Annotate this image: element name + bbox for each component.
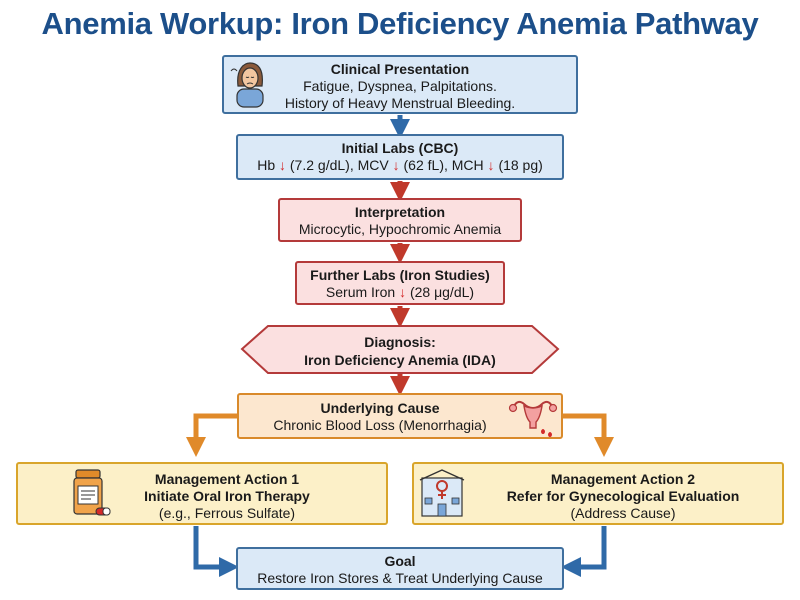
- clinical-presentation-heading: Clinical Presentation: [330, 61, 470, 77]
- uterus-icon: [508, 400, 558, 437]
- underlying-cause-text: Chronic Blood Loss (Menorrhagia): [273, 417, 487, 433]
- page-title: Anemia Workup: Iron Deficiency Anemia Pa…: [41, 6, 759, 41]
- serum-iron-down-arrow-icon: ↓: [399, 284, 407, 300]
- arrow-action2-goal: [561, 526, 607, 577]
- clinical-presentation-symptoms: Fatigue, Dyspnea, Palpitations.: [303, 78, 497, 94]
- goal-heading: Goal: [384, 553, 416, 569]
- interpretation-heading: Interpretation: [354, 204, 446, 220]
- diagnosis-value: Iron Deficiency Anemia (IDA): [304, 352, 496, 368]
- initial-labs-box: Initial Labs (CBC) Hb ↓ (7.2 g/dL), MCV …: [236, 134, 564, 180]
- hb-value: (7.2 g/dL),: [289, 157, 354, 173]
- initial-labs-values: Hb ↓ (7.2 g/dL), MCV ↓ (62 fL), MCH ↓ (1…: [238, 157, 562, 174]
- action2-heading: Management Action 2: [550, 471, 696, 487]
- hb-down-arrow-icon: ↓: [279, 157, 286, 173]
- arrow-cause-action2: [563, 413, 614, 457]
- interpretation-text: Microcytic, Hypochromic Anemia: [298, 221, 502, 237]
- serum-iron-label: Serum Iron: [325, 284, 396, 300]
- clinical-presentation-box: Clinical Presentation Fatigue, Dyspnea, …: [222, 55, 578, 114]
- hb-label: Hb: [257, 157, 276, 173]
- underlying-cause-heading: Underlying Cause: [320, 400, 440, 416]
- interpretation-box: Interpretation Microcytic, Hypochromic A…: [278, 198, 522, 242]
- management-action-2-box: Management Action 2 Refer for Gynecologi…: [412, 462, 784, 525]
- arrow-action1-goal: [193, 526, 239, 577]
- underlying-cause-box: Underlying Cause Chronic Blood Loss (Men…: [237, 393, 563, 439]
- diagnosis-heading: Diagnosis:: [364, 334, 436, 350]
- goal-box: Goal Restore Iron Stores & Treat Underly…: [236, 547, 564, 590]
- action1-title: Initiate Oral Iron Therapy: [144, 488, 310, 504]
- arrow-cause-action1: [186, 413, 237, 457]
- action1-heading: Management Action 1: [154, 471, 300, 487]
- pill-bottle-icon: [73, 469, 111, 516]
- further-labs-heading: Further Labs (Iron Studies): [310, 267, 490, 283]
- action2-title: Refer for Gynecological Evaluation: [506, 488, 740, 504]
- action1-detail: (e.g., Ferrous Sulfate): [158, 505, 296, 521]
- diagnosis-text: Diagnosis: Iron Deficiency Anemia (IDA): [240, 333, 560, 369]
- mcv-value: (62 fL),: [403, 157, 448, 173]
- action2-detail: (Address Cause): [570, 505, 676, 521]
- mch-label: MCH: [451, 157, 484, 173]
- clinical-presentation-history: History of Heavy Menstrual Bleeding.: [284, 95, 516, 111]
- initial-labs-heading: Initial Labs (CBC): [341, 140, 459, 156]
- clinic-building-icon: [419, 469, 465, 517]
- serum-iron-value: (28 μg/dL): [409, 284, 475, 300]
- mch-value: (18 pg): [498, 157, 543, 173]
- goal-text: Restore Iron Stores & Treat Underlying C…: [257, 570, 543, 586]
- further-labs-values: Serum Iron ↓ (28 μg/dL): [297, 284, 503, 301]
- patient-icon: [230, 62, 264, 108]
- mch-down-arrow-icon: ↓: [487, 157, 495, 173]
- mcv-label: MCV: [357, 157, 389, 173]
- mcv-down-arrow-icon: ↓: [392, 157, 400, 173]
- further-labs-box: Further Labs (Iron Studies) Serum Iron ↓…: [295, 261, 505, 305]
- diagnosis-hexagon: [240, 325, 560, 374]
